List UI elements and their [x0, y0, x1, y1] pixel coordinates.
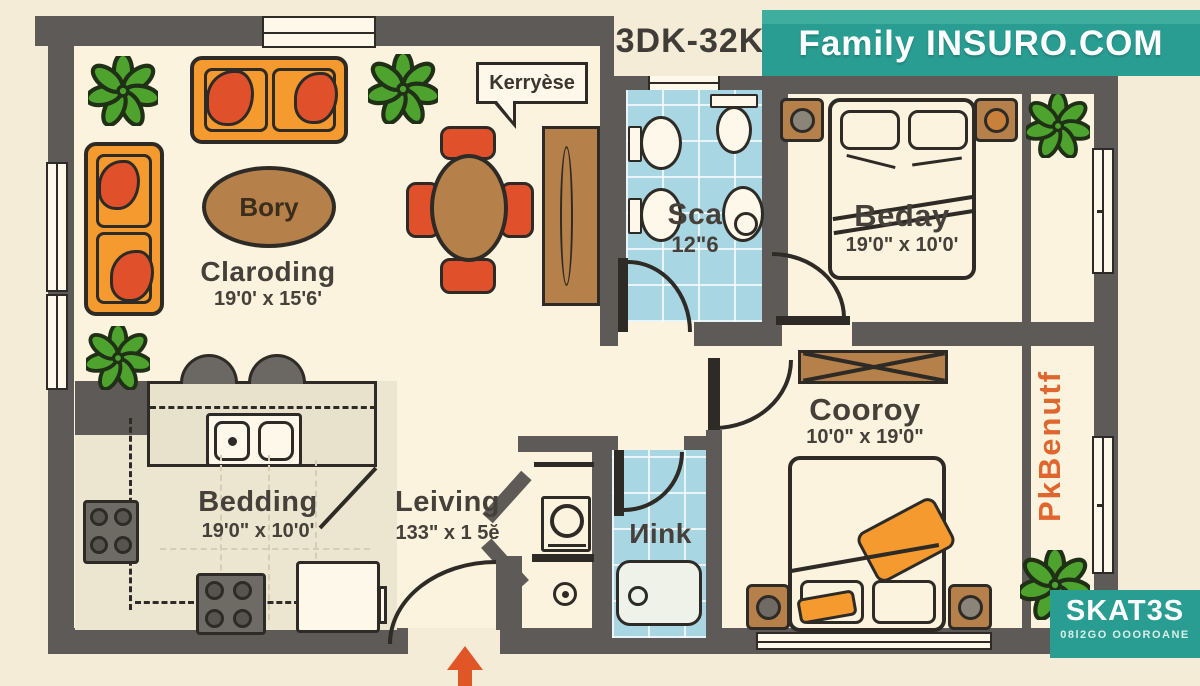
- room-dims-bedroom-top: 19'0" x 10'0': [845, 234, 959, 256]
- sofa-pillow: [110, 250, 154, 302]
- pillow: [872, 580, 936, 624]
- faint-grid-line: [160, 548, 370, 550]
- speech-bubble-text: Kerryèse: [489, 71, 575, 94]
- toilet-icon: [640, 116, 682, 170]
- toilet-icon: [640, 188, 682, 242]
- window-bottom: [756, 632, 992, 650]
- brand-banner-strip: [762, 10, 1200, 24]
- washer-drum-icon: [550, 504, 584, 538]
- wall-bath2-bedroom2: [706, 430, 722, 638]
- bedroom1-door-opening: [782, 322, 852, 346]
- faint-grid-line: [220, 455, 222, 620]
- sofa-pillow: [294, 72, 338, 124]
- entrance-arrow-icon: [447, 646, 483, 670]
- room-dims-hall: 133" x 1 5ĕ: [395, 522, 500, 544]
- wall-bedrooms-corridor: [1022, 92, 1031, 628]
- window-right-2: [1092, 436, 1114, 574]
- burner-icon: [233, 609, 252, 628]
- window-left-1: [46, 162, 68, 292]
- nightstand: [974, 98, 1018, 142]
- sofa-cushion: [204, 68, 268, 132]
- kitchen-sink-bowl-right: [258, 421, 294, 461]
- closet-shelf-line: [534, 462, 594, 467]
- coffee-table-label: Bory: [239, 191, 299, 222]
- plant-icon: [88, 56, 158, 126]
- wall-closet-top: [518, 436, 618, 452]
- kitchen-corner-block: [75, 381, 149, 435]
- kitchen-sink-bowl-left: [214, 421, 250, 461]
- drain-dot-icon: [562, 591, 569, 598]
- plant-icon: [86, 326, 150, 390]
- unit-label-box: 3DK-32K: [614, 6, 766, 76]
- sofa-pillow: [98, 160, 140, 210]
- room-label-bath-top: Sca: [667, 198, 723, 231]
- door-leaf: [618, 258, 628, 332]
- fridge: [296, 561, 380, 633]
- badge-subtitle: 08l2GO OOOROANE: [1060, 629, 1190, 641]
- room-dims-bath-top: 12"6: [671, 232, 719, 257]
- washer-detail-line: [548, 544, 586, 547]
- burner-icon: [205, 609, 224, 628]
- burner-icon: [90, 508, 108, 526]
- room-label-hall: Leiving: [394, 486, 500, 518]
- wall-closet-right: [592, 450, 612, 638]
- speech-bubble: Kerryèse: [476, 62, 588, 104]
- sofa-pillow: [206, 70, 254, 126]
- burner-icon: [205, 581, 224, 600]
- room-label-bedroom-top: Beday: [854, 198, 950, 233]
- tub-drain-icon: [628, 586, 648, 606]
- nightstand-lamp-icon: [984, 108, 1009, 133]
- faint-grid-line: [315, 460, 317, 610]
- room-label-bath-bottom: Иink: [629, 518, 692, 549]
- door-leaf: [776, 316, 850, 325]
- window-left-2: [46, 294, 68, 390]
- unit-label: 3DK-32K: [615, 21, 765, 60]
- burner-icon: [90, 536, 108, 554]
- nightstand-lamp-icon: [958, 595, 983, 620]
- room-label-living: Claroding: [200, 256, 336, 287]
- sink-drain-icon: [734, 212, 758, 236]
- burner-icon: [233, 581, 252, 600]
- room-label-bedroom-bottom: Cooroy: [809, 392, 921, 427]
- pillow: [908, 110, 968, 150]
- plant-icon: [1026, 94, 1090, 158]
- room-dims-kitchen: 19'0" x 10'0': [201, 520, 315, 542]
- plant-icon: [368, 54, 438, 124]
- watermark-badge: SKAT3S 08l2GO OOOROANE: [1050, 590, 1200, 658]
- faint-grid-line: [268, 455, 270, 620]
- speech-bubble-tail-fill: [496, 100, 513, 121]
- sideboard: [542, 126, 600, 306]
- burner-icon: [114, 536, 132, 554]
- window-top: [262, 16, 376, 48]
- fridge-handle: [378, 586, 387, 624]
- room-dims-bedroom-bottom: 10'0" x 19'0": [806, 426, 924, 448]
- stove-icon: [196, 573, 266, 635]
- badge-title: SKAT3S: [1065, 595, 1185, 627]
- brand-text: Family INSURO.COM: [798, 24, 1164, 63]
- coffee-table: Bory: [202, 166, 336, 248]
- toilet-icon: [716, 106, 752, 154]
- nightstand-lamp-icon: [790, 108, 815, 133]
- dining-table: [430, 154, 508, 262]
- sofa-cushion: [96, 154, 152, 228]
- room-label-kitchen: Bedding: [198, 486, 318, 518]
- door-leaf: [614, 450, 624, 516]
- counter-dashed-line-horizontal: [150, 406, 376, 409]
- sink-drain-icon: [228, 437, 237, 446]
- side-vertical-text: PkBenutf: [1032, 369, 1067, 523]
- room-dims-living: 19'0' x 15'6': [214, 288, 322, 310]
- entrance-arrow-stem: [458, 669, 472, 686]
- sideboard-handle: [560, 146, 573, 286]
- closet-divider: [532, 554, 594, 562]
- dining-chair: [440, 258, 496, 294]
- burner-icon: [114, 508, 132, 526]
- pillow: [840, 110, 900, 150]
- nightstand-lamp-icon: [756, 595, 781, 620]
- window-right-1: [1092, 148, 1114, 274]
- stove-icon: [83, 500, 139, 564]
